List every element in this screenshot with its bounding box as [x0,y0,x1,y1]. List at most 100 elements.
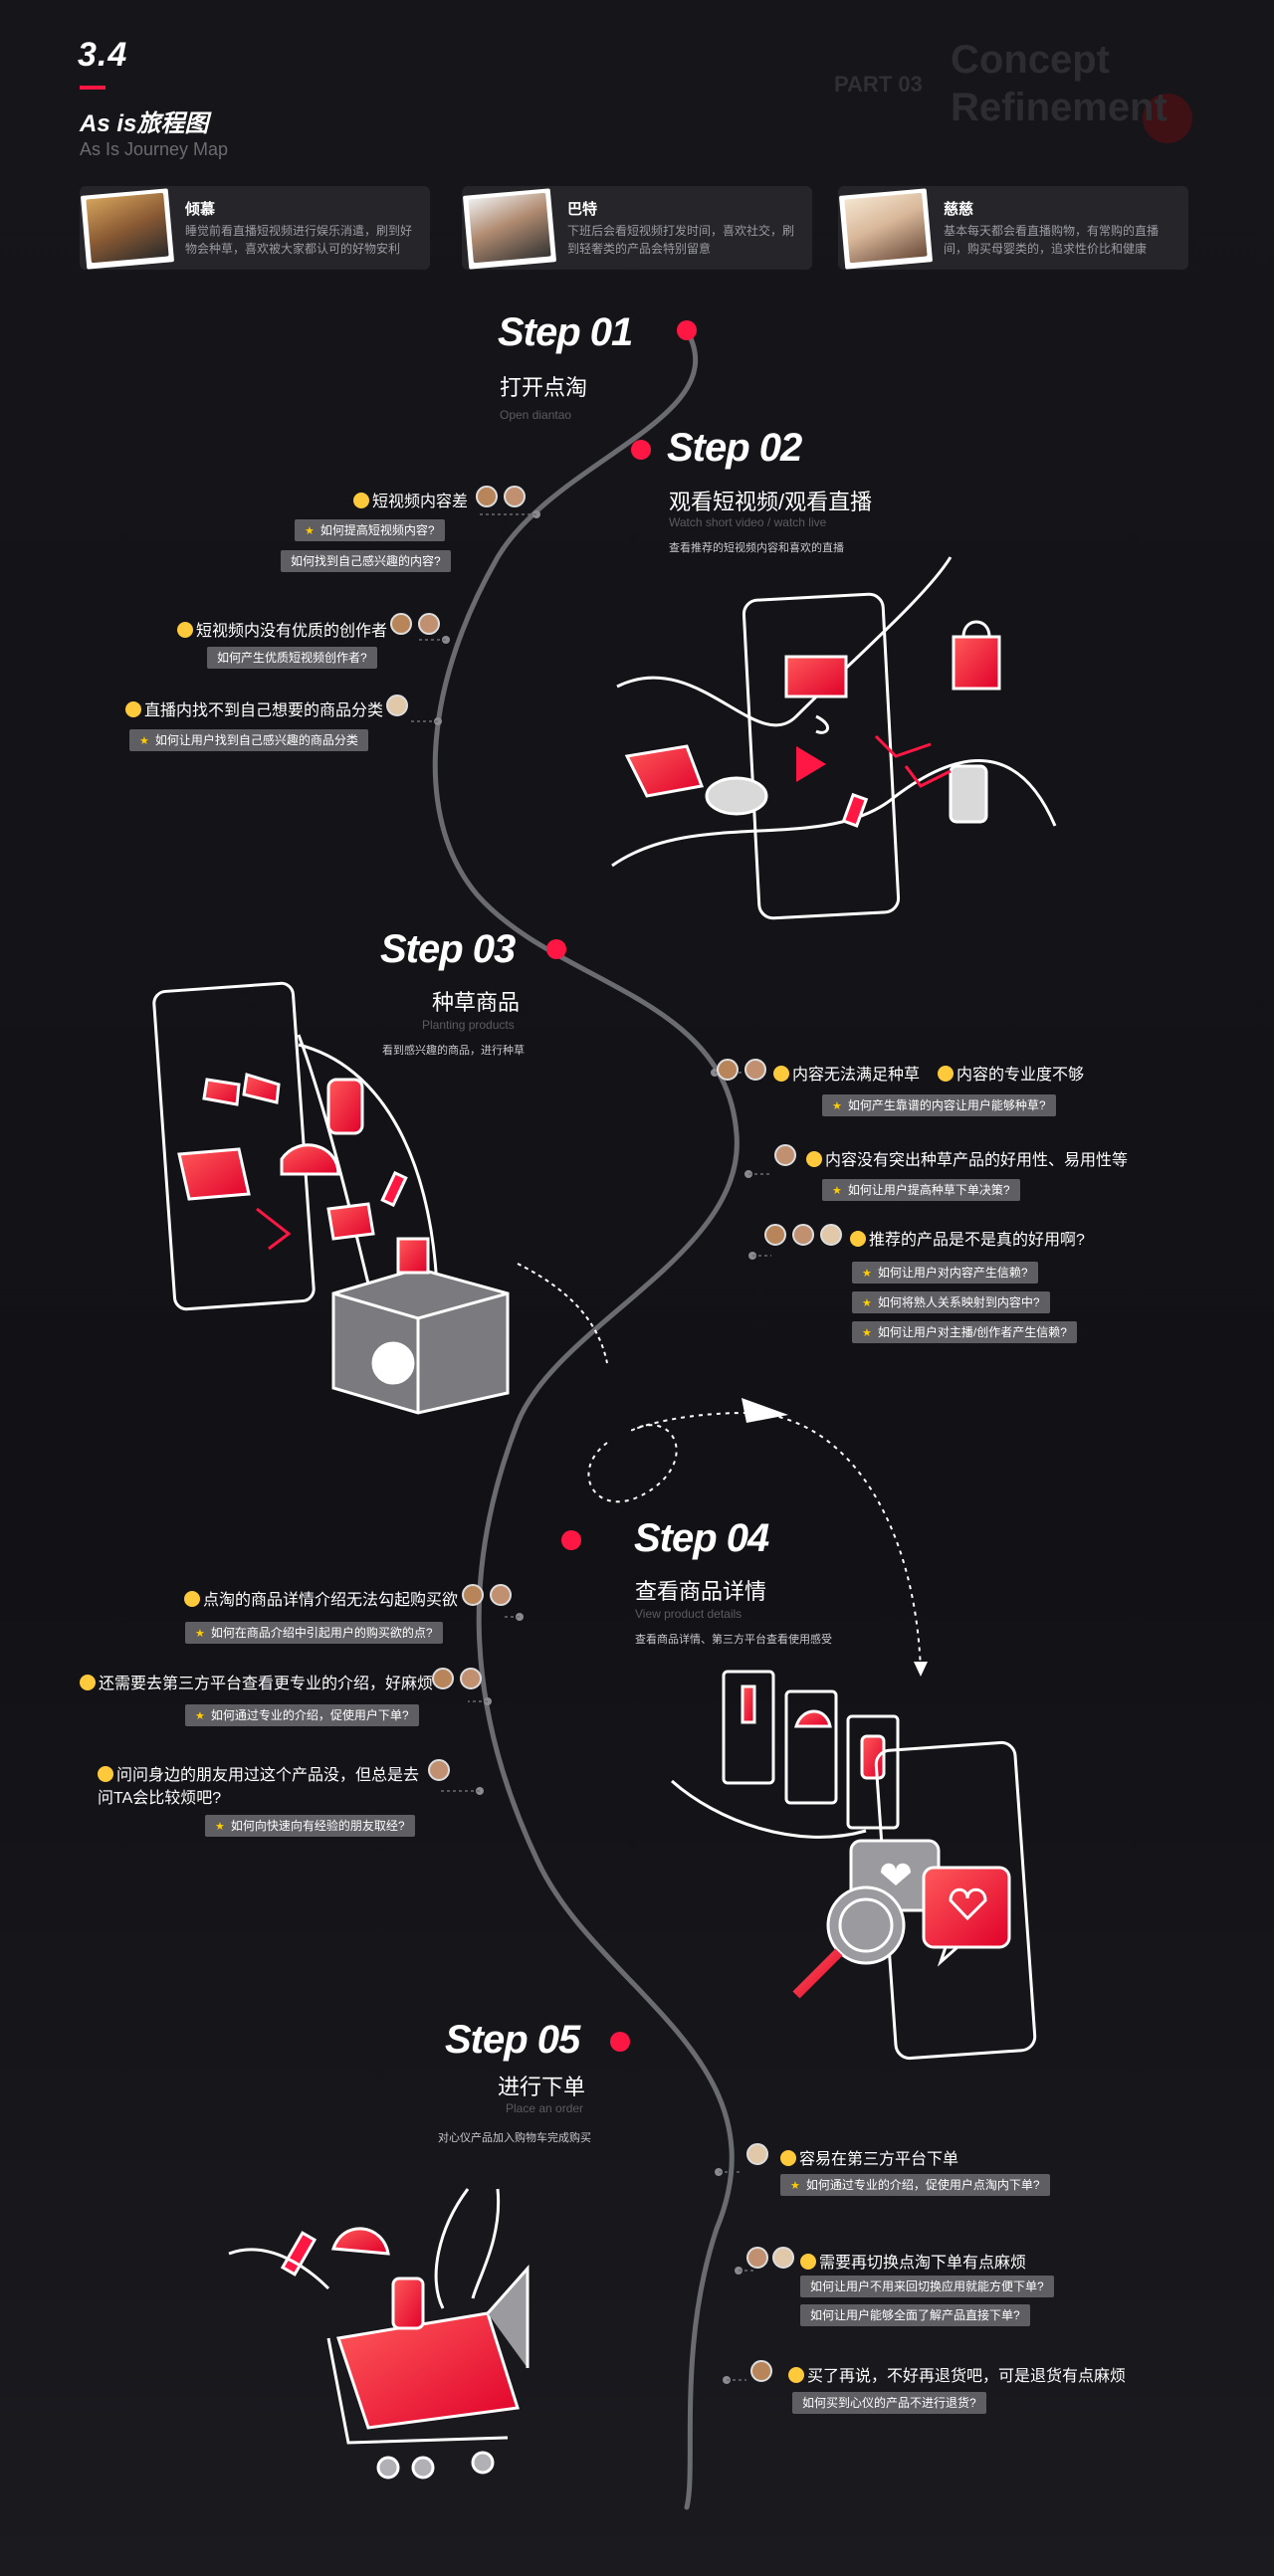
emoji-icon [850,1231,866,1247]
emoji-icon [773,1066,789,1082]
avatar [772,2247,794,2269]
pain-point: 内容无法满足种草内容的专业度不够 [773,1061,1084,1085]
section-accent-bar [80,86,106,90]
concept-decor-dot [1143,94,1192,143]
pain-text: 买了再说，不好再退货吧，可是退货有点麻烦 [807,2368,1127,2385]
avatar [476,486,498,507]
step3-dot [546,939,566,959]
star-icon: ★ [195,1628,205,1640]
persona-name: 倾慕 [185,201,216,218]
emoji-icon [80,1675,96,1690]
opportunity-tag: ★如何让用户对主播/创作者产生信赖? [852,1321,1077,1343]
avatar [418,613,440,635]
pain-point: 点淘的商品详情介绍无法勾起购买欲 [184,1586,458,1610]
star-icon: ★ [862,1327,872,1339]
opportunity-tag: 如何让用户能够全面了解产品直接下单? [800,2304,1030,2326]
star-icon: ★ [862,1297,872,1309]
step1-dot [677,320,697,340]
persona-photo [80,186,175,270]
pain-text: 内容无法满足种草 [792,1067,921,1084]
watch-video-illustration [611,556,1057,920]
pain-text: 点淘的商品详情介绍无法勾起购买欲 [203,1592,459,1609]
star-icon: ★ [832,1100,842,1112]
step3-title: 种草商品 [432,990,521,1015]
pain-text: 容易在第三方平台下单 [799,2151,959,2168]
pain-point: 直播内找不到自己想要的商品分类 [125,696,383,720]
persona-name: 慈慈 [944,201,974,218]
persona-desc: 睡觉前看直播短视频进行娱乐消遣，刷到好物会种草，喜欢被大家都认可的好物安利 [185,224,413,256]
star-icon: ★ [139,735,149,747]
avatar [386,694,408,716]
opportunity-tag: 如何让用户不用来回切换应用就能方便下单? [800,2276,1054,2297]
step1-label: Step 01 [498,310,633,354]
persona-card: 倾慕 睡觉前看直播短视频进行娱乐消遣，刷到好物会种草，喜欢被大家都认可的好物安利 [80,186,430,270]
opportunity-tag: 如何产生优质短视频创作者? [207,647,377,669]
pain-text: 内容没有突出种草产品的好用性、易用性等 [825,1152,1129,1169]
opportunity-tag: ★如何将熟人关系映射到内容中? [852,1291,1050,1313]
part-label: PART 03 [834,72,923,97]
avatar [390,613,412,635]
step5-title: 进行下单 [498,2075,586,2099]
persona-photo [462,186,557,270]
avatar [746,2143,768,2165]
emoji-icon [184,1591,200,1607]
star-icon: ★ [215,1821,225,1833]
avatar [462,1584,484,1606]
avatar [820,1224,842,1246]
step5-dot [610,2032,630,2052]
opportunity-tag: ★如何让用户对内容产生信赖? [852,1262,1038,1284]
opportunity-tag: ★如何提高短视频内容? [295,519,445,541]
pain-text: 还需要去第三方平台查看更专业的介绍，好麻烦 [99,1676,434,1692]
pain-point: 还需要去第三方平台查看更专业的介绍，好麻烦 [80,1670,433,1693]
pain-point: 问问身边的朋友用过这个产品没，但总是去 [98,1761,419,1785]
step4-title: 查看商品详情 [635,1579,767,1604]
planting-products-illustration [152,981,608,1415]
step4-label: Step 04 [634,1516,769,1560]
concept-line1: Concept [951,38,1110,82]
pain-text: 直播内找不到自己想要的商品分类 [144,702,384,719]
avatar [764,1224,786,1246]
emoji-icon [177,622,193,638]
step3-desc: 看到感兴趣的商品，进行种草 [382,1045,525,1057]
star-icon: ★ [790,2180,800,2192]
step3-label: Step 03 [380,927,516,971]
persona-card: 巴特 下班后会看短视频打发时间，喜欢社交，刷到轻奢类的产品会特别留意 [462,186,812,270]
emoji-icon [806,1151,822,1167]
avatar [792,1224,814,1246]
star-icon: ★ [832,1185,842,1197]
emoji-icon [125,701,141,717]
avatar [750,2360,772,2382]
avatar [717,1059,739,1081]
pain-text: 短视频内没有优质的创作者 [196,623,388,640]
pain-point: 买了再说，不好再退货吧，可是退货有点麻烦 [788,2362,1126,2386]
persona-photo [838,186,934,270]
journey-path [432,327,740,2510]
star-icon: ★ [862,1268,872,1280]
step3-subtitle: Planting products [422,1018,515,1032]
avatar [774,1144,796,1166]
opportunity-tag: ★如何向快速向有经验的朋友取经? [205,1815,415,1837]
pain-text: 问问身边的朋友用过这个产品没，但总是去 [116,1767,420,1784]
opportunity-tag: 如何买到心仪的产品不进行退货? [792,2392,986,2414]
pain-text: 需要再切换点淘下单有点麻烦 [819,2255,1027,2272]
persona-name: 巴特 [567,201,598,218]
step5-subtitle: Place an order [506,2101,584,2115]
pain-point: 容易在第三方平台下单 [780,2145,958,2169]
concept-title: Concept Refinement [951,36,1168,131]
pain-point: 短视频内没有优质的创作者 [177,617,387,641]
opportunity-tag: ★如何产生靠谱的内容让用户能够种草? [822,1094,1056,1116]
concept-line2: Refinement [951,86,1168,129]
persona-desc: 基本每天都会看直播购物，有常购的直播间，购买母婴类的，追求性价比和健康 [944,224,1160,256]
step2-dot [631,440,651,460]
avatar [432,1668,454,1689]
paper-plane-path [587,1398,928,1677]
step5-desc: 对心仪产品加入购物车完成购买 [438,2132,591,2144]
pain-text: 短视频内容差 [372,494,469,510]
avatar [504,486,526,507]
step5-label: Step 05 [445,2018,580,2062]
step1-subtitle: Open diantao [500,408,572,422]
opportunity-tag: ★如何通过专业的介绍，促使用户点淘内下单? [780,2174,1050,2196]
page-title: As is旅程图 [80,110,209,137]
emoji-icon [353,493,369,508]
step2-title: 观看短视频/观看直播 [669,490,873,514]
